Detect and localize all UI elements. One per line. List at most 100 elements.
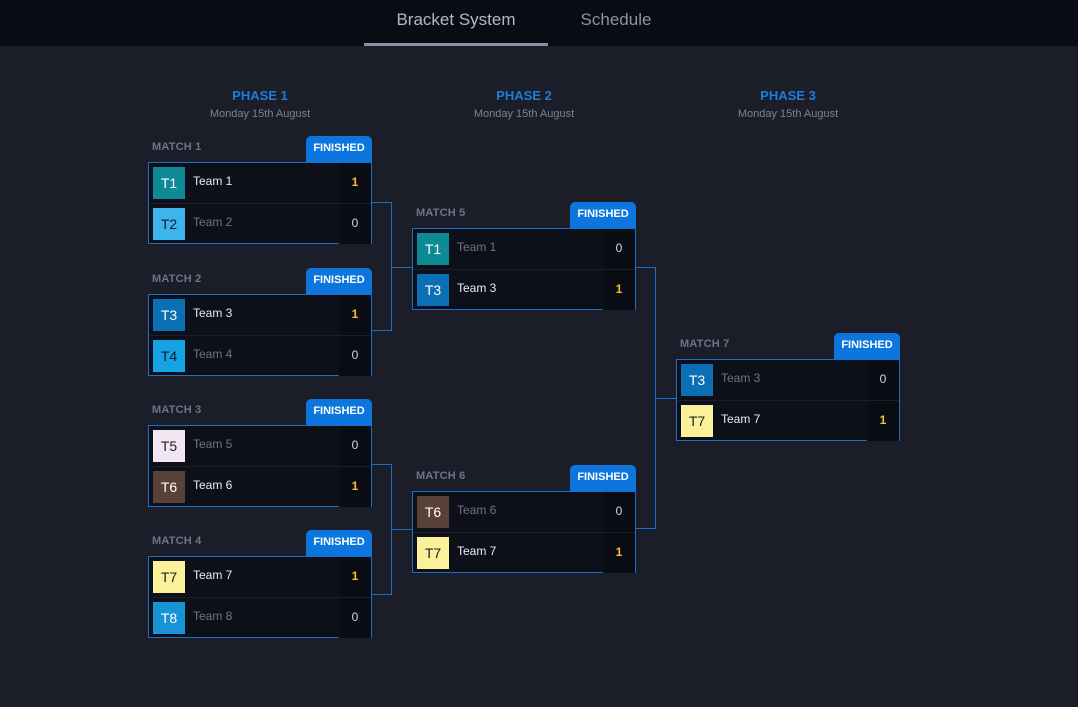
match-teams: T6 Team 6 0 T7 Team 7 1 xyxy=(412,491,636,573)
active-tab-underline xyxy=(364,43,548,46)
team-badge: T3 xyxy=(153,299,185,331)
phase-title: PHASE 3 xyxy=(760,88,816,103)
team-name: Team 6 xyxy=(193,478,233,492)
team-badge: T8 xyxy=(153,602,185,634)
team-score: 0 xyxy=(339,426,371,466)
status-badge: FINISHED xyxy=(834,333,900,359)
status-badge: FINISHED xyxy=(306,399,372,425)
phase-title: PHASE 1 xyxy=(232,88,288,103)
team-row[interactable]: T3 Team 3 0 xyxy=(677,360,899,400)
match-card-4[interactable]: MATCH 4 FINISHED T7 Team 7 1 T8 Team 8 0 xyxy=(148,530,372,638)
team-row[interactable]: T7 Team 7 1 xyxy=(677,400,899,441)
team-badge: T3 xyxy=(417,274,449,306)
match-label: MATCH 3 xyxy=(152,404,202,416)
status-badge: FINISHED xyxy=(306,136,372,162)
phase-header-2: PHASE 2 Monday 15th August xyxy=(412,88,636,121)
team-badge: T3 xyxy=(681,364,713,396)
team-row[interactable]: T5 Team 5 0 xyxy=(149,426,371,466)
team-score: 0 xyxy=(603,492,635,532)
team-badge: T7 xyxy=(153,561,185,593)
team-row[interactable]: T7 Team 7 1 xyxy=(149,557,371,597)
match-card-7[interactable]: MATCH 7 FINISHED T3 Team 3 0 T7 Team 7 1 xyxy=(676,333,900,441)
phase-date: Monday 15th August xyxy=(473,108,575,120)
team-score: 0 xyxy=(339,598,371,638)
match-card-6[interactable]: MATCH 6 FINISHED T6 Team 6 0 T7 Team 7 1 xyxy=(412,465,636,573)
connector-m1-m2 xyxy=(372,202,412,331)
tab-schedule[interactable]: Schedule xyxy=(560,0,672,46)
team-row[interactable]: T7 Team 7 1 xyxy=(413,532,635,573)
phase-date: Monday 15th August xyxy=(737,108,839,120)
match-label: MATCH 1 xyxy=(152,141,202,153)
match-label: MATCH 2 xyxy=(152,273,202,285)
match-card-5[interactable]: MATCH 5 FINISHED T1 Team 1 0 T3 Team 3 1 xyxy=(412,202,636,310)
phase-header-3: PHASE 3 Monday 15th August xyxy=(676,88,900,121)
match-card-3[interactable]: MATCH 3 FINISHED T5 Team 5 0 T6 Team 6 1 xyxy=(148,399,372,507)
match-teams: T5 Team 5 0 T6 Team 6 1 xyxy=(148,425,372,507)
team-row[interactable]: T1 Team 1 0 xyxy=(413,229,635,269)
status-badge: FINISHED xyxy=(570,202,636,228)
team-name: Team 8 xyxy=(193,609,233,623)
team-score: 0 xyxy=(339,336,371,376)
status-badge: FINISHED xyxy=(306,530,372,556)
team-score: 1 xyxy=(339,163,371,203)
team-name: Team 7 xyxy=(721,412,761,426)
match-label: MATCH 4 xyxy=(152,535,202,547)
team-name: Team 7 xyxy=(193,568,233,582)
phase-date: Monday 15th August xyxy=(209,108,311,120)
team-row[interactable]: T3 Team 3 1 xyxy=(149,295,371,335)
match-teams: T1 Team 1 1 T2 Team 2 0 xyxy=(148,162,372,244)
team-name: Team 5 xyxy=(193,437,233,451)
team-name: Team 3 xyxy=(193,306,233,320)
match-teams: T3 Team 3 0 T7 Team 7 1 xyxy=(676,359,900,441)
phase-header-1: PHASE 1 Monday 15th August xyxy=(148,88,372,121)
tab-label: Schedule xyxy=(580,10,652,29)
match-label: MATCH 5 xyxy=(416,207,466,219)
team-badge: T7 xyxy=(417,537,449,569)
team-score: 0 xyxy=(603,229,635,269)
connector-m3-m4 xyxy=(372,464,412,595)
status-badge: FINISHED xyxy=(570,465,636,491)
team-name: Team 6 xyxy=(457,503,497,517)
team-score: 1 xyxy=(603,270,635,310)
team-score: 0 xyxy=(867,360,899,400)
match-teams: T3 Team 3 1 T4 Team 4 0 xyxy=(148,294,372,376)
tab-label: Bracket System xyxy=(396,10,516,29)
match-card-1[interactable]: MATCH 1 FINISHED T1 Team 1 1 T2 Team 2 0 xyxy=(148,136,372,244)
match-label: MATCH 7 xyxy=(680,338,730,350)
team-score: 1 xyxy=(867,401,899,441)
tab-bracket-system[interactable]: Bracket System xyxy=(364,0,548,46)
team-row[interactable]: T8 Team 8 0 xyxy=(149,597,371,638)
phase-title: PHASE 2 xyxy=(496,88,552,103)
connector-m5-m6 xyxy=(636,267,676,529)
team-badge: T1 xyxy=(417,233,449,265)
team-badge: T6 xyxy=(417,496,449,528)
team-badge: T2 xyxy=(153,208,185,240)
team-score: 1 xyxy=(339,467,371,507)
team-name: Team 1 xyxy=(457,240,497,254)
match-label: MATCH 6 xyxy=(416,470,466,482)
team-badge: T7 xyxy=(681,405,713,437)
team-badge: T5 xyxy=(153,430,185,462)
team-badge: T4 xyxy=(153,340,185,372)
team-row[interactable]: T6 Team 6 0 xyxy=(413,492,635,532)
team-name: Team 3 xyxy=(721,371,761,385)
match-card-2[interactable]: MATCH 2 FINISHED T3 Team 3 1 T4 Team 4 0 xyxy=(148,268,372,376)
match-teams: T7 Team 7 1 T8 Team 8 0 xyxy=(148,556,372,638)
team-score: 0 xyxy=(339,204,371,244)
status-badge: FINISHED xyxy=(306,268,372,294)
team-name: Team 4 xyxy=(193,347,233,361)
team-name: Team 2 xyxy=(193,215,233,229)
team-badge: T1 xyxy=(153,167,185,199)
match-teams: T1 Team 1 0 T3 Team 3 1 xyxy=(412,228,636,310)
team-row[interactable]: T3 Team 3 1 xyxy=(413,269,635,310)
team-row[interactable]: T1 Team 1 1 xyxy=(149,163,371,203)
team-row[interactable]: T4 Team 4 0 xyxy=(149,335,371,376)
team-row[interactable]: T6 Team 6 1 xyxy=(149,466,371,507)
top-tab-bar: Bracket System Schedule xyxy=(0,0,1078,46)
team-name: Team 1 xyxy=(193,174,233,188)
team-row[interactable]: T2 Team 2 0 xyxy=(149,203,371,244)
team-score: 1 xyxy=(603,533,635,573)
team-name: Team 3 xyxy=(457,281,497,295)
team-score: 1 xyxy=(339,557,371,597)
